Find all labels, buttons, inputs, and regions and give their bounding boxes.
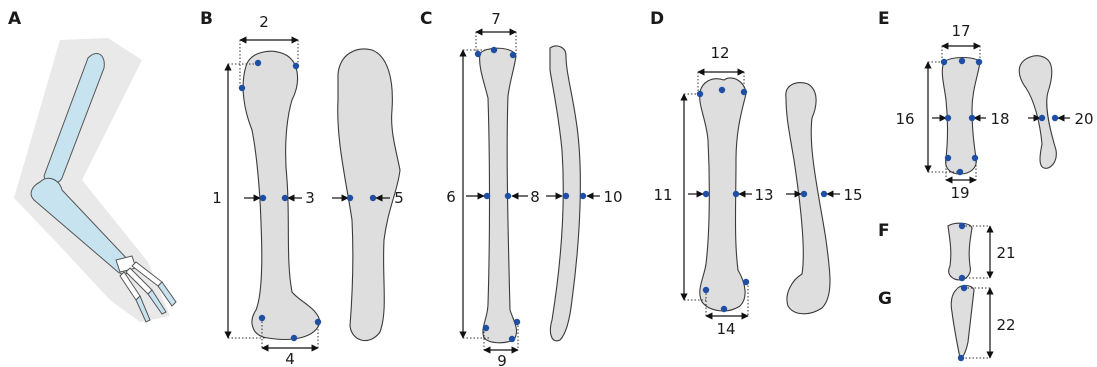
panel-a: A: [8, 9, 176, 322]
panel-d-label: D: [650, 9, 664, 29]
measurement-1-label: 1: [212, 189, 222, 207]
panel-d: D 12 11 13 15 14: [650, 9, 863, 338]
measurement-17-label: 17: [951, 22, 970, 40]
panel-c-label: C: [420, 9, 432, 29]
panel-b: B 2 1 3 5 4: [200, 9, 404, 367]
measurement-7-label: 7: [491, 10, 501, 28]
measurement-9-label: 9: [497, 352, 507, 367]
panel-f-label: F: [878, 221, 890, 241]
measurement-11-label: 11: [653, 186, 672, 204]
panel-c: C 7 6 8 10 9: [420, 9, 623, 367]
measurement-18-label: 18: [990, 110, 1009, 128]
panel-a-label: A: [8, 9, 22, 29]
panel-e-label: E: [878, 9, 890, 29]
measurement-5-label: 5: [394, 189, 404, 207]
panel-g: G 22: [878, 285, 1016, 361]
measurement-21-label: 21: [996, 244, 1015, 262]
metacarpal-side-view: [1019, 56, 1056, 169]
measurement-19-label: 19: [950, 184, 969, 202]
measurement-15-label: 15: [843, 186, 862, 204]
humerus-side-view: [338, 49, 400, 341]
measurement-3-label: 3: [305, 189, 315, 207]
measurement-20-label: 20: [1074, 110, 1093, 128]
measurement-12-label: 12: [710, 44, 729, 62]
ulna-side-view: [786, 83, 830, 314]
measurement-2-label: 2: [259, 13, 269, 31]
measurement-10-label: 10: [603, 188, 622, 206]
measurement-8-label: 8: [530, 188, 540, 206]
measurement-14-label: 14: [716, 320, 735, 338]
measurement-4-label: 4: [285, 350, 295, 367]
panel-b-label: B: [200, 9, 213, 29]
measurement-6-label: 6: [446, 188, 456, 206]
panel-f: F 21: [878, 221, 1016, 281]
measurement-22-label: 22: [996, 316, 1015, 334]
panel-g-label: G: [878, 289, 892, 309]
measurement-13-label: 13: [754, 186, 773, 204]
measurement-16-label: 16: [895, 110, 914, 128]
panel-e: E 17 16 18 20 19: [878, 9, 1094, 202]
proximal-phalanx: [948, 223, 972, 280]
terminal-phalanx: [951, 286, 974, 359]
